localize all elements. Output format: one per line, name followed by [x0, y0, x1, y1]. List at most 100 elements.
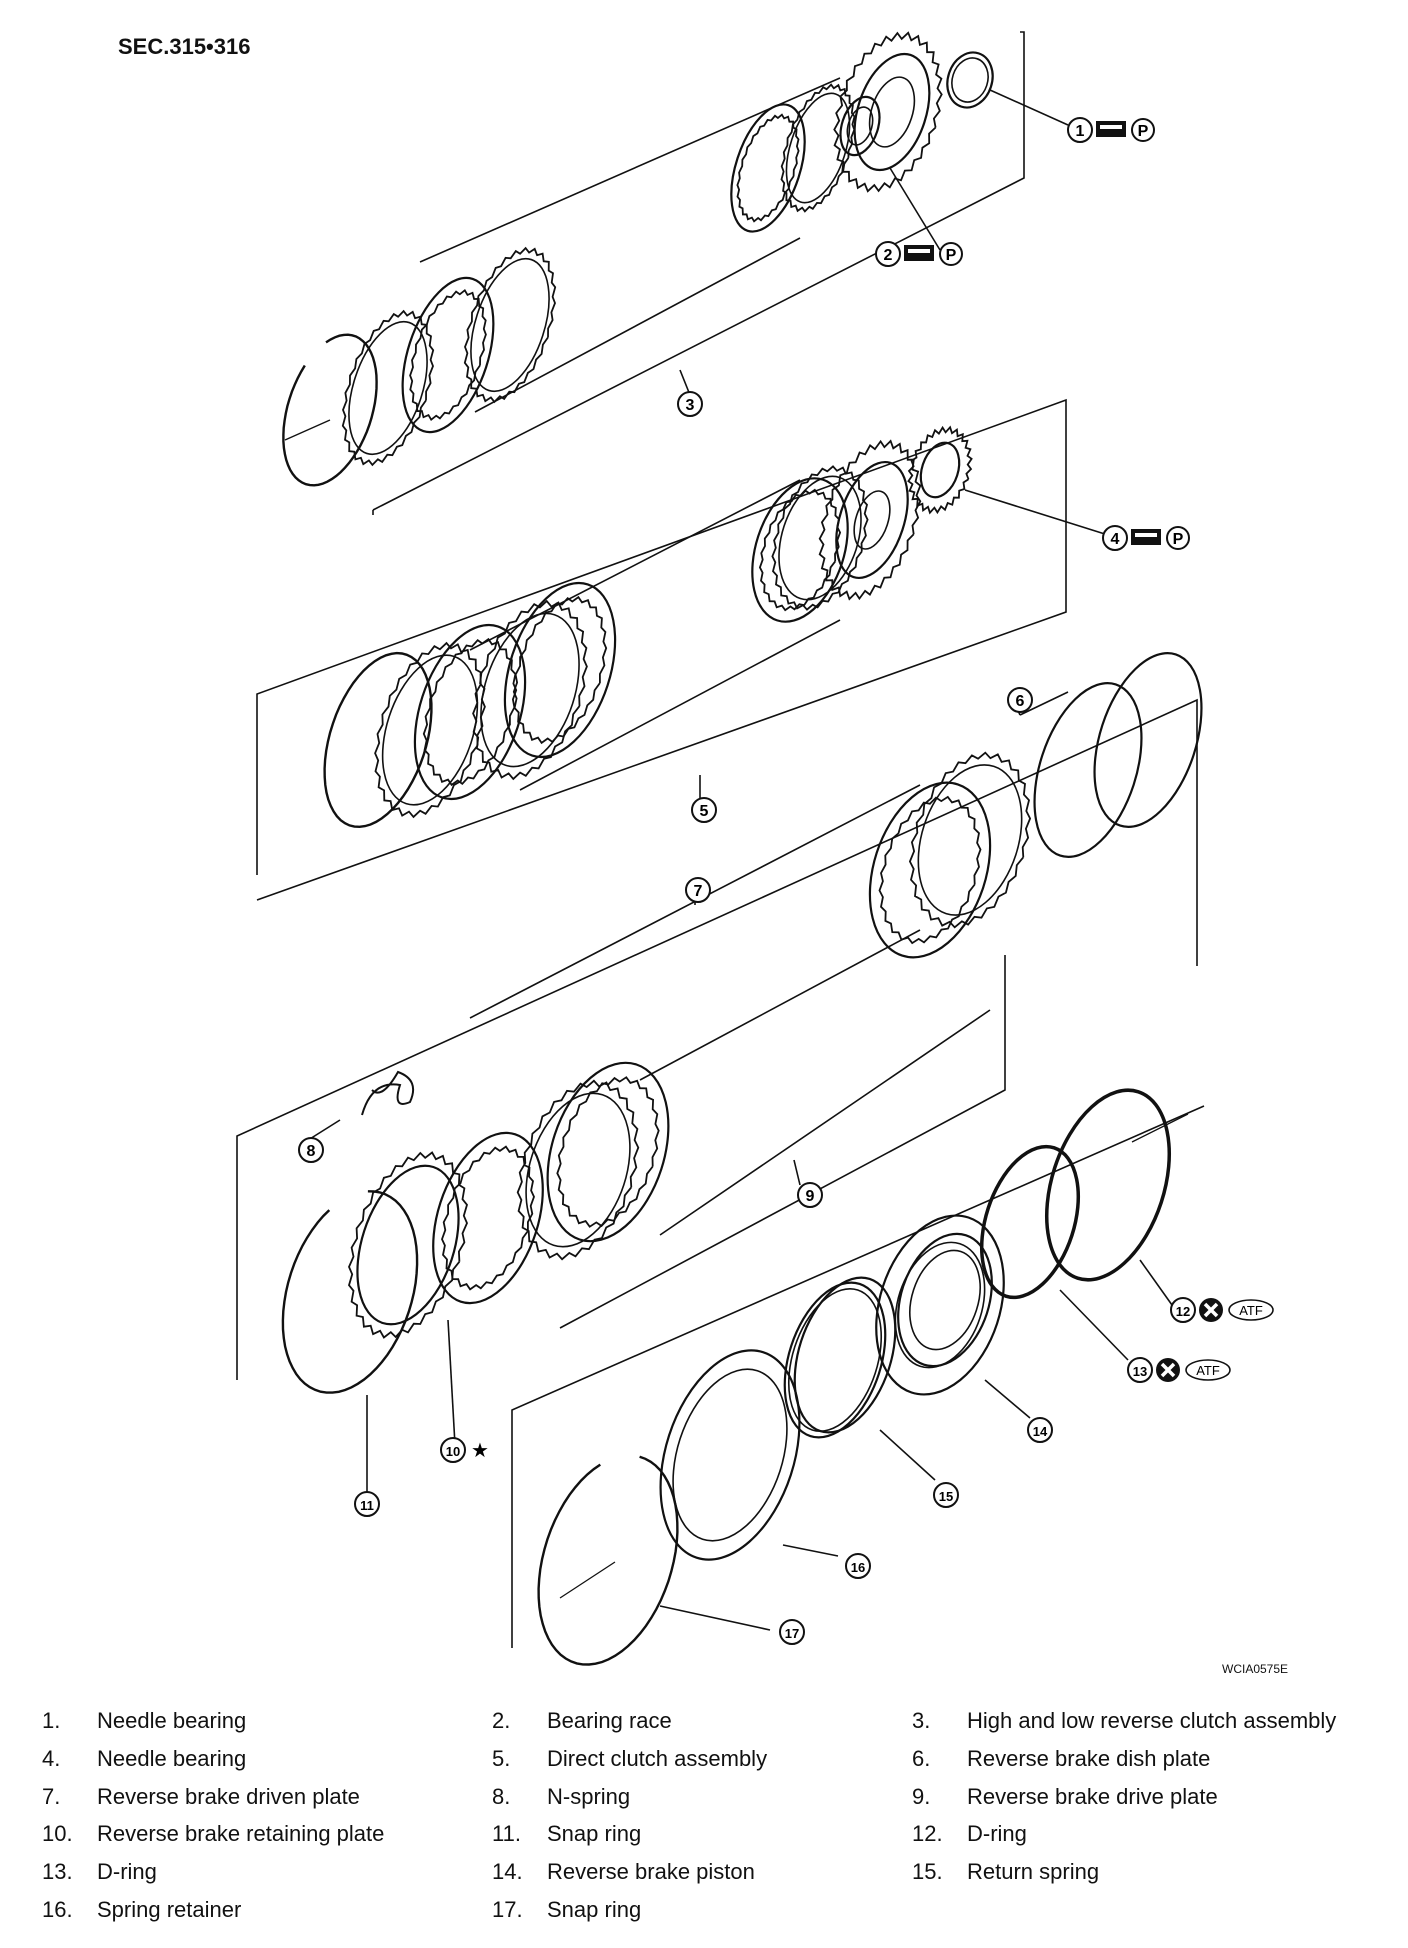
legend-item-number: 9.: [912, 1783, 931, 1809]
do-not-reuse-icon: [1156, 1358, 1180, 1382]
callout-1: 1: [1067, 117, 1093, 143]
callout-circle: [1127, 1357, 1153, 1383]
assembly-sleeve-line: [474, 237, 801, 413]
petroleum-jelly-icon: P: [939, 242, 963, 266]
plate-inner-teeth: [736, 113, 800, 223]
legend-item-label: Needle bearing: [97, 1745, 247, 1771]
legend-item-label: Reverse brake drive plate: [967, 1783, 1218, 1809]
assembly-sleeve-line: [519, 619, 841, 791]
atf-icon-oval: [1185, 1359, 1231, 1381]
return-spring-15-coil: [793, 1276, 897, 1434]
callout-6: 6: [1007, 687, 1033, 713]
legend-item-number: 14.: [492, 1859, 523, 1885]
legend-item-label: Needle bearing: [97, 1708, 247, 1733]
leader-line: [1139, 1259, 1173, 1306]
needle-bearing-1: [946, 51, 994, 109]
plate-inner-teeth: [758, 488, 842, 612]
callout-2: 2: [875, 241, 901, 267]
leader-line: [964, 489, 1109, 536]
shaft-axis-line: [1131, 1113, 1189, 1143]
group-bracket-piston: [511, 1105, 1205, 1648]
callout-number: 14: [1033, 1424, 1048, 1439]
callout-number: 9: [806, 1188, 815, 1205]
callout-10: 10: [440, 1437, 466, 1463]
plate-inner-teeth: [878, 795, 982, 945]
ring-inner-edge: [787, 1287, 883, 1433]
plate-inner-edge: [470, 257, 550, 393]
ring-inner-edge: [846, 106, 874, 146]
atf-icon-text: ATF: [1196, 1363, 1220, 1378]
legend-item-number: 12.: [912, 1821, 943, 1847]
plate-inner-edge: [785, 92, 851, 204]
callout-circle: [779, 1619, 805, 1645]
ring-inner-edge: [894, 1241, 986, 1369]
legend-item-label: Reverse brake piston: [547, 1859, 755, 1885]
leader-line: [984, 1379, 1031, 1419]
plate-inner-teeth: [556, 1076, 660, 1228]
callout-number: 2: [884, 247, 893, 264]
callout-number: 17: [785, 1626, 799, 1641]
needle-bearing-4-inner: [919, 441, 961, 499]
plate-outer-teeth: [771, 465, 869, 611]
legend-item-number: 13.: [42, 1859, 73, 1885]
figure-id: WCIA0575E: [1222, 1662, 1289, 1676]
legend-item-number: 11.: [492, 1821, 521, 1847]
plate-inner-edge: [480, 612, 580, 768]
callout-circle: [685, 877, 711, 903]
grease-icon: [904, 245, 934, 261]
direct-clutch-drum-hub: [835, 460, 909, 580]
snap-ring-11: [281, 1190, 419, 1394]
plate-inner-teeth: [512, 595, 608, 745]
plate-inner-teeth: [441, 1145, 535, 1291]
callout-circle: [298, 1137, 324, 1163]
legend-item-label: High and low reverse clutch assembly: [967, 1708, 1337, 1733]
leader-line: [989, 89, 1069, 126]
callout-circle: [1007, 687, 1033, 713]
plate-inner-edge: [917, 764, 1023, 916]
do-not-reuse-icon-stroke: [1203, 1302, 1219, 1318]
callout-9: 9: [797, 1182, 823, 1208]
leader-line: [447, 1319, 456, 1446]
petroleum-jelly-icon-letter: P: [946, 247, 957, 264]
callout-number: 1: [1076, 123, 1085, 140]
leader-line: [889, 167, 941, 251]
legend-item-label: N-spring: [547, 1783, 631, 1809]
callout-circle: [677, 391, 703, 417]
group-bracket-7: [236, 698, 1198, 1380]
callout-number: 13: [1133, 1364, 1147, 1379]
retaining-plate-10-inner: [356, 1164, 460, 1326]
assembly-sleeve-line: [639, 929, 921, 1081]
legend-item-label: Return spring: [967, 1859, 1100, 1885]
petroleum-jelly-icon-letter: P: [1138, 123, 1149, 140]
dish-plate-6b: [1093, 652, 1203, 828]
reverse-brake-plate-stack: [432, 652, 1203, 1305]
snap-ring-arc: [282, 333, 378, 487]
ring-inner-edge: [672, 1368, 788, 1542]
reverse-brake-piston-set: [537, 1088, 1172, 1666]
ring-inner-edge: [951, 57, 989, 103]
reverse-brake-piston-14-hub: [897, 1232, 993, 1368]
callout-8: 8: [298, 1137, 324, 1163]
atf-icon-oval: [1228, 1299, 1274, 1321]
snap-ring-arc: [537, 1455, 679, 1666]
atf-icon: ATF: [1228, 1299, 1274, 1321]
d-ring-12: [1044, 1088, 1172, 1282]
legend-item-number: 17.: [492, 1897, 523, 1922]
legend-item-number: 5.: [492, 1745, 511, 1771]
callout-circle: [797, 1182, 823, 1208]
legend-item-label: Snap ring: [547, 1821, 642, 1847]
callout-number: 4: [1111, 531, 1120, 548]
dish-plate-6a: [1033, 682, 1143, 858]
callout-number: 12: [1176, 1304, 1190, 1319]
callout-circle: [1170, 1297, 1196, 1323]
grease-icon-band: [1100, 125, 1122, 129]
retaining-plate-10: [348, 1151, 468, 1339]
assembly-sleeve-line: [469, 479, 801, 651]
legend-item-number: 10.: [42, 1821, 73, 1847]
legend-item-number: 6.: [912, 1745, 931, 1771]
legend-item-number: 3.: [912, 1708, 931, 1733]
legend-item-label: D-ring: [97, 1859, 157, 1885]
plate-outer-edge: [413, 623, 527, 801]
plate-inner-edge: [525, 1092, 631, 1248]
